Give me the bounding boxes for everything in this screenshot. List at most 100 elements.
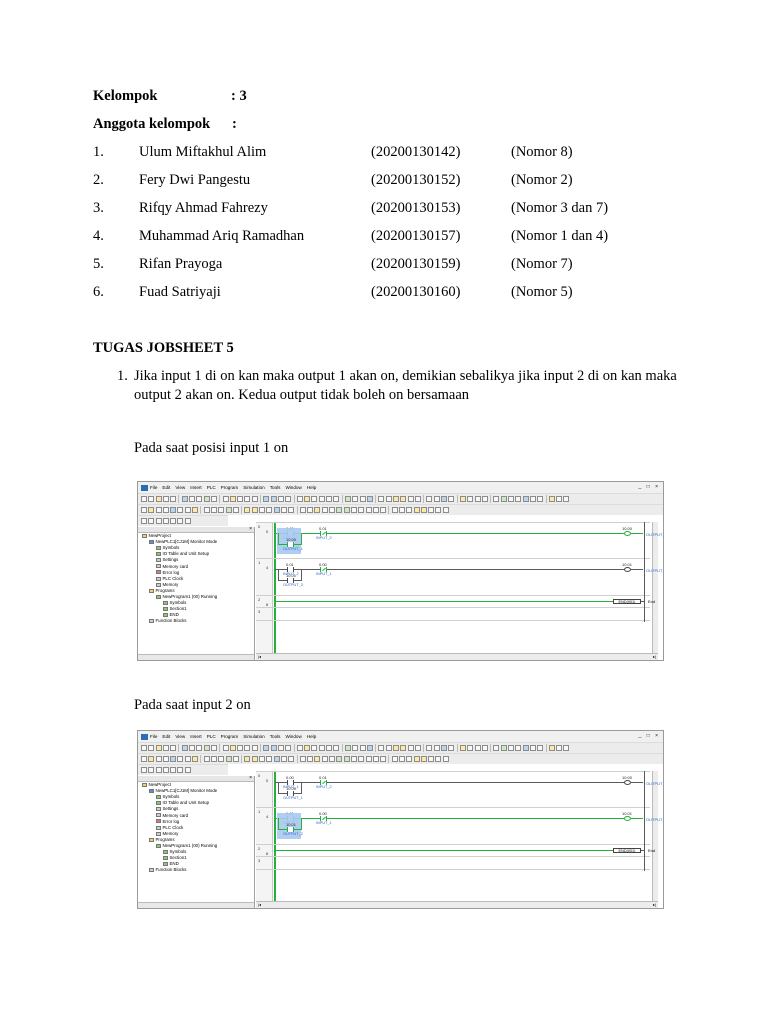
toolbar-button[interactable] bbox=[203, 496, 210, 502]
tree-item[interactable]: Memory card bbox=[156, 564, 188, 570]
toolbar-button[interactable] bbox=[232, 507, 239, 513]
toolbar-button[interactable] bbox=[232, 756, 239, 762]
toolbar-button[interactable] bbox=[407, 496, 414, 502]
toolbar-button[interactable] bbox=[203, 745, 210, 751]
toolbar-button[interactable] bbox=[318, 496, 325, 502]
tree-item[interactable]: Section1 bbox=[163, 606, 187, 612]
close-icon[interactable]: × bbox=[249, 775, 252, 781]
menu-item[interactable]: File bbox=[150, 485, 158, 490]
toolbar-button[interactable] bbox=[352, 496, 359, 502]
tree-item[interactable]: Error log bbox=[156, 570, 179, 576]
tree-scrollbar[interactable] bbox=[138, 654, 254, 660]
toolbar-button[interactable] bbox=[251, 507, 258, 513]
toolbar-button[interactable] bbox=[210, 507, 217, 513]
toolbar-button[interactable] bbox=[359, 745, 366, 751]
toolbar-button[interactable] bbox=[141, 496, 147, 502]
toolbar-button[interactable] bbox=[537, 745, 544, 751]
toolbar-button[interactable] bbox=[189, 496, 196, 502]
toolbar-button[interactable] bbox=[155, 507, 162, 513]
scroll-left-button[interactable]: |◂ bbox=[258, 902, 262, 907]
toolbar-button[interactable] bbox=[321, 507, 328, 513]
toolbar-button[interactable] bbox=[229, 745, 236, 751]
toolbar-button[interactable] bbox=[442, 756, 449, 762]
toolbar-button[interactable] bbox=[314, 756, 321, 762]
toolbar-button[interactable] bbox=[333, 745, 340, 751]
tree-item[interactable]: Memory bbox=[156, 831, 178, 837]
toolbar-button[interactable] bbox=[170, 767, 177, 773]
toolbar-button[interactable] bbox=[358, 507, 365, 513]
menu-item[interactable]: Tools bbox=[269, 734, 281, 739]
toolbar-button[interactable] bbox=[148, 507, 155, 513]
toolbar-button[interactable] bbox=[481, 745, 488, 751]
toolbar-button[interactable] bbox=[244, 745, 251, 751]
toolbar-button[interactable] bbox=[344, 745, 351, 751]
tree-item[interactable]: Programs bbox=[149, 588, 175, 594]
menu-item[interactable]: Program bbox=[220, 485, 239, 490]
toolbar-button[interactable] bbox=[350, 756, 357, 762]
tree-item[interactable]: Programs bbox=[149, 837, 175, 843]
toolbar-button[interactable] bbox=[435, 756, 442, 762]
toolbar-button[interactable] bbox=[366, 496, 373, 502]
toolbar-button[interactable] bbox=[391, 507, 398, 513]
tree-item[interactable]: Settings bbox=[156, 806, 178, 812]
scroll-right-button[interactable]: ▸| bbox=[652, 902, 656, 907]
close-icon[interactable]: × bbox=[249, 526, 252, 532]
toolbar-button[interactable] bbox=[148, 745, 155, 751]
toolbar-button[interactable] bbox=[459, 496, 466, 502]
toolbar-button[interactable] bbox=[251, 496, 258, 502]
toolbar-button[interactable] bbox=[414, 496, 421, 502]
toolbar-button[interactable] bbox=[400, 745, 407, 751]
tree-item[interactable]: Symbols bbox=[163, 600, 186, 606]
toolbar-button[interactable] bbox=[366, 745, 373, 751]
menu-item[interactable]: Program bbox=[220, 734, 239, 739]
tree-item[interactable]: NewPLC1[CJ1M] Monitor Mode bbox=[149, 788, 217, 794]
toolbar-button[interactable] bbox=[266, 507, 273, 513]
toolbar-button[interactable] bbox=[318, 745, 325, 751]
toolbar-button[interactable] bbox=[141, 518, 147, 524]
toolbar-button[interactable] bbox=[218, 507, 225, 513]
toolbar-button[interactable] bbox=[225, 756, 232, 762]
toolbar-button[interactable] bbox=[192, 756, 199, 762]
toolbar-button[interactable] bbox=[391, 756, 398, 762]
toolbar-button[interactable] bbox=[184, 767, 191, 773]
tree-item[interactable]: Symbols bbox=[163, 849, 186, 855]
scroll-right-button[interactable]: ▸| bbox=[652, 654, 656, 659]
toolbar-button[interactable] bbox=[426, 745, 433, 751]
toolbar-button[interactable] bbox=[155, 756, 162, 762]
toolbar-button[interactable] bbox=[170, 756, 177, 762]
toolbar-button[interactable] bbox=[441, 496, 448, 502]
menu-item[interactable]: View bbox=[175, 485, 186, 490]
toolbar-button[interactable] bbox=[311, 745, 318, 751]
toolbar-button[interactable] bbox=[288, 507, 295, 513]
menu-item[interactable]: View bbox=[175, 734, 186, 739]
toolbar-button[interactable] bbox=[500, 745, 507, 751]
toolbar-button[interactable] bbox=[407, 745, 414, 751]
toolbar-button[interactable] bbox=[467, 745, 474, 751]
toolbar-button[interactable] bbox=[285, 745, 292, 751]
toolbar-button[interactable] bbox=[307, 507, 314, 513]
toolbar-button[interactable] bbox=[273, 507, 280, 513]
toolbar-button[interactable] bbox=[170, 507, 177, 513]
menu-item[interactable]: Simulation bbox=[243, 485, 265, 490]
toolbar-button[interactable] bbox=[459, 745, 466, 751]
toolbar-button[interactable] bbox=[196, 496, 203, 502]
toolbar-button[interactable] bbox=[270, 496, 277, 502]
toolbar-button[interactable] bbox=[481, 496, 488, 502]
vertical-scrollbar[interactable] bbox=[652, 771, 658, 902]
toolbar-button[interactable] bbox=[155, 518, 162, 524]
toolbar-button[interactable] bbox=[448, 745, 455, 751]
toolbar-button[interactable] bbox=[343, 507, 350, 513]
toolbar-button[interactable] bbox=[304, 745, 311, 751]
toolbar-button[interactable] bbox=[148, 756, 155, 762]
toolbar-button[interactable] bbox=[336, 756, 343, 762]
tree-item[interactable]: NewProject bbox=[142, 533, 171, 539]
horizontal-scrollbar[interactable]: |◂ ▸| bbox=[256, 653, 658, 660]
toolbar-button[interactable] bbox=[433, 745, 440, 751]
toolbar-button[interactable] bbox=[556, 496, 563, 502]
toolbar-button[interactable] bbox=[406, 507, 413, 513]
menu-item[interactable]: Simulation bbox=[243, 734, 265, 739]
toolbar-button[interactable] bbox=[326, 745, 333, 751]
toolbar-button[interactable] bbox=[177, 767, 184, 773]
toolbar-button[interactable] bbox=[359, 496, 366, 502]
toolbar-button[interactable] bbox=[508, 496, 515, 502]
